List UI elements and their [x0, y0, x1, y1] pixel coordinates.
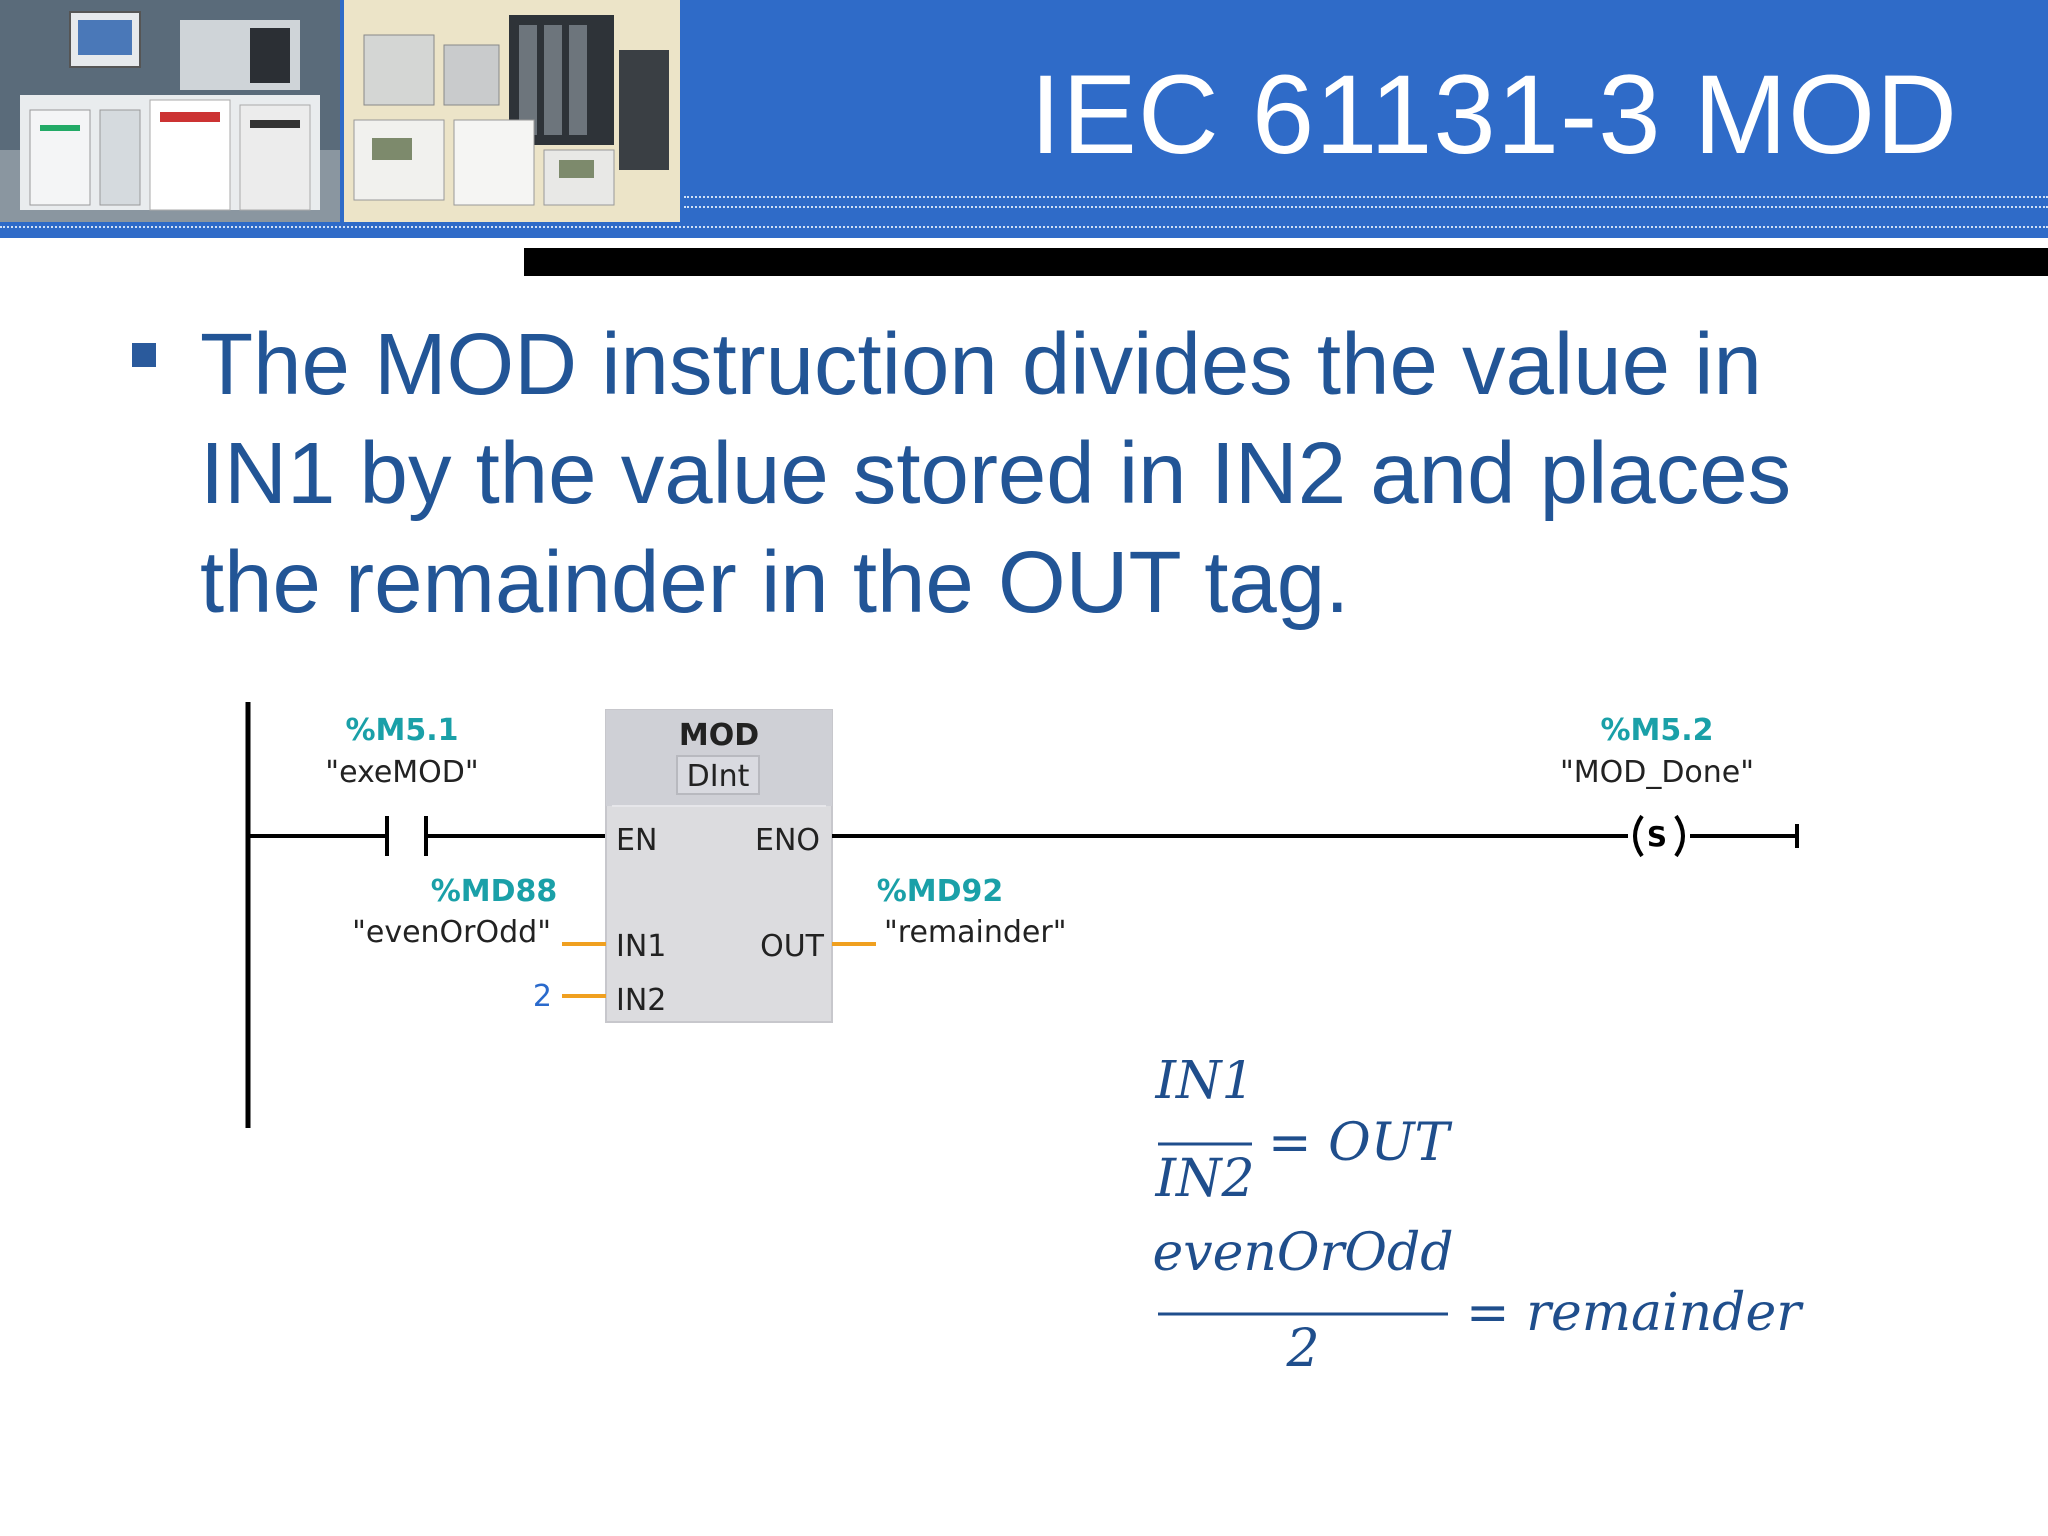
out-tag: "remainder" — [884, 915, 1067, 950]
mod-datatype: DInt — [687, 759, 750, 794]
header-dotted-line — [684, 196, 2048, 198]
slide-title: IEC 61131-3 MOD — [1030, 52, 1958, 177]
in2-value: 2 — [533, 979, 552, 1014]
pin-out: OUT — [760, 929, 825, 964]
in1-address: %MD88 — [431, 874, 558, 909]
formula-panel: IN1 IN2 = OUT evenOrOdd 2 = remainder — [1152, 1060, 1804, 1379]
pin-in1: IN1 — [616, 929, 666, 964]
coil-right-arc — [1674, 814, 1685, 858]
contact-tag: "exeMOD" — [325, 755, 478, 790]
formula1-numerator: IN1 — [1154, 1060, 1254, 1111]
contact-address: %M5.1 — [345, 713, 458, 748]
formula2-denominator: 2 — [1285, 1319, 1319, 1379]
bullet-text: The MOD instruction divides the value in… — [200, 316, 1792, 631]
plc-photo-right — [344, 0, 680, 222]
formula2-result: = remainder — [1466, 1283, 1804, 1343]
ladder-diagram: %M5.1 "exeMOD" MOD DInt EN ENO IN1 OUT I… — [245, 702, 1799, 1128]
mod-datatype-box — [676, 755, 760, 795]
pin-en: EN — [616, 823, 657, 858]
out-address: %MD92 — [877, 874, 1004, 909]
coil-left-arc — [1633, 814, 1644, 858]
pin-in2: IN2 — [616, 983, 666, 1018]
pin-eno: ENO — [755, 823, 820, 858]
in1-tag: "evenOrOdd" — [352, 915, 551, 950]
coil-address: %M5.2 — [1600, 713, 1713, 748]
header-underline-bar — [524, 248, 2048, 276]
formula2-numerator: evenOrOdd — [1152, 1223, 1453, 1283]
header-band — [0, 0, 2048, 238]
bullet-marker — [132, 343, 156, 367]
mod-block-name: MOD — [679, 718, 759, 753]
header-dotted-line — [0, 226, 2048, 228]
plc-photo-left — [0, 0, 340, 222]
header-gap — [0, 238, 524, 276]
formula1-result: = OUT — [1268, 1113, 1453, 1173]
formula1-denominator: IN2 — [1154, 1149, 1254, 1209]
slide-header: IEC 61131-3 MOD — [0, 0, 2048, 240]
coil-tag: "MOD_Done" — [1560, 755, 1754, 790]
coil-symbol: S — [1647, 820, 1667, 853]
header-dotted-line — [684, 206, 2048, 208]
